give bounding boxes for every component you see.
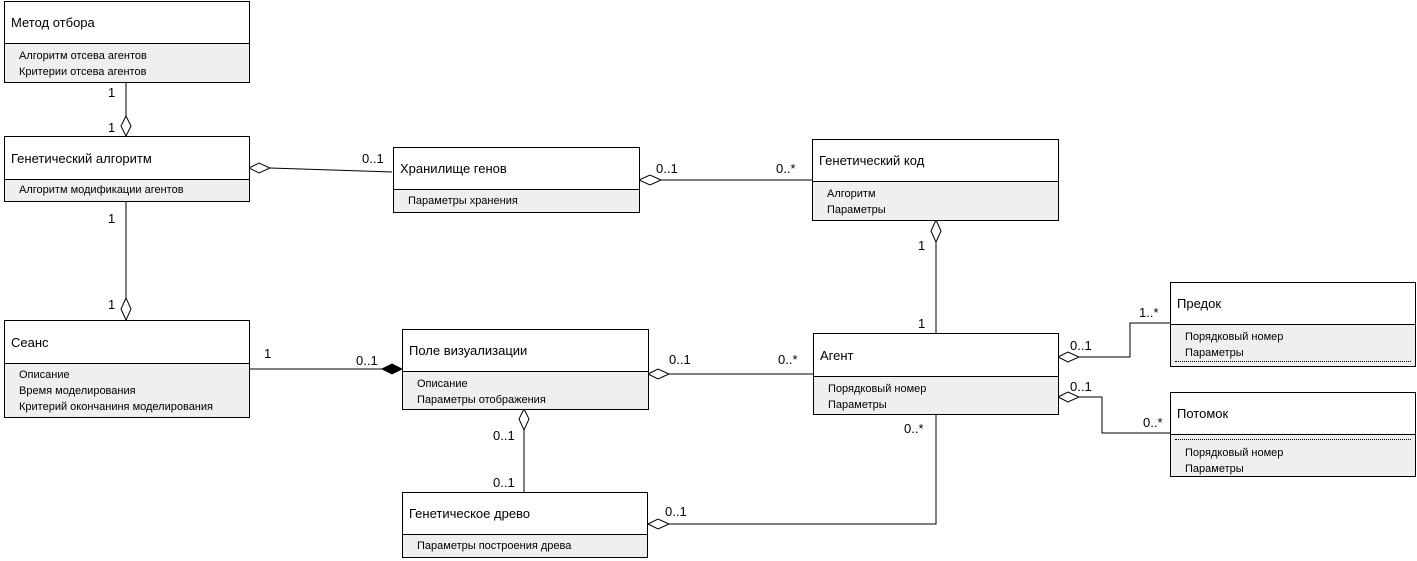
aggregation-diamond-agent-ancestor bbox=[1056, 351, 1081, 363]
class-name: Предок bbox=[1171, 283, 1415, 325]
line-agent-tree bbox=[669, 414, 937, 525]
multiplicity-label: 1 bbox=[918, 238, 926, 253]
multiplicity-label: 1 bbox=[918, 316, 926, 331]
line-ga-storage bbox=[269, 167, 393, 173]
attribute: Порядковый номер bbox=[828, 383, 927, 395]
aggregation-diamond-code-bottom bbox=[930, 218, 942, 244]
class-gene-storage[interactable]: Хранилище генов Параметры хранения bbox=[393, 147, 640, 213]
class-descendant[interactable]: Потомок Порядковый номер Параметры bbox=[1170, 392, 1416, 477]
attribute: Алгоритм отсева агентов bbox=[19, 50, 147, 62]
attribute-separator bbox=[1175, 361, 1411, 362]
class-name: Хранилище генов bbox=[394, 148, 639, 190]
multiplicity-label: 0..1 bbox=[493, 428, 515, 443]
class-genetic-algorithm[interactable]: Генетический алгоритм Алгоритм модификац… bbox=[4, 136, 250, 202]
multiplicity-label: 0..* bbox=[904, 421, 924, 436]
multiplicity-label: 1 bbox=[108, 297, 116, 312]
multiplicity-label: 1 bbox=[108, 85, 116, 100]
class-name: Генетическое древо bbox=[403, 493, 647, 535]
multiplicity-label: 0..* bbox=[776, 161, 796, 176]
class-name: Потомок bbox=[1171, 393, 1415, 435]
attribute: Алгоритм модификации агентов bbox=[19, 184, 184, 196]
composition-diamond-field bbox=[380, 363, 404, 375]
line-agent-descendant bbox=[1079, 396, 1171, 434]
class-ancestor[interactable]: Предок Порядковый номер Параметры bbox=[1170, 282, 1416, 367]
attribute: Параметры отображения bbox=[417, 394, 546, 406]
multiplicity-label: 0..1 bbox=[356, 353, 378, 368]
class-genetic-tree[interactable]: Генетическое древо Параметры построения … bbox=[402, 492, 648, 558]
multiplicity-label: 1 bbox=[264, 346, 272, 361]
attribute: Время моделирования bbox=[19, 385, 136, 397]
multiplicity-label: 1..* bbox=[1139, 305, 1159, 320]
class-name: Сеанс bbox=[5, 321, 249, 364]
attribute: Описание bbox=[417, 378, 468, 390]
attribute: Порядковый номер bbox=[1185, 447, 1284, 459]
aggregation-diamond-ga-storage bbox=[247, 162, 272, 174]
class-selection-method[interactable]: Метод отбора Алгоритм отсева агентов Кри… bbox=[4, 1, 250, 83]
attribute: Параметры хранения bbox=[408, 195, 518, 207]
line-agent-ancestor bbox=[1079, 322, 1171, 358]
class-name: Агент bbox=[814, 334, 1058, 377]
class-attributes: Параметры построения древа bbox=[403, 535, 647, 557]
multiplicity-label: 0..1 bbox=[1070, 379, 1092, 394]
multiplicity-label: 0..1 bbox=[1070, 338, 1092, 353]
multiplicity-label: 0..1 bbox=[493, 475, 515, 490]
attribute: Параметры bbox=[1185, 463, 1244, 475]
aggregation-diamond-field-agent bbox=[646, 368, 671, 380]
multiplicity-label: 1 bbox=[108, 211, 116, 226]
attribute: Параметры bbox=[1185, 347, 1244, 359]
multiplicity-label: 1 bbox=[108, 120, 116, 135]
attribute: Параметры построения древа bbox=[417, 540, 572, 552]
multiplicity-label: 0..1 bbox=[665, 504, 687, 519]
multiplicity-label: 0..* bbox=[1143, 415, 1163, 430]
aggregation-diamond-agent-descendant bbox=[1056, 391, 1081, 403]
aggregation-diamond-session-top bbox=[120, 296, 132, 322]
aggregation-diamond-storage-code bbox=[637, 174, 663, 186]
class-attributes: Алгоритм модификации агентов bbox=[5, 180, 249, 201]
class-attributes: Описание Время моделирования Критерий ок… bbox=[5, 364, 249, 417]
attribute: Критерий окончаниня моделирования bbox=[19, 401, 213, 413]
multiplicity-label: 0..1 bbox=[362, 151, 384, 166]
attribute: Критерии отсева агентов bbox=[19, 66, 147, 78]
aggregation-diamond-ga-top bbox=[120, 114, 132, 138]
class-attributes: Порядковый номер Параметры bbox=[1171, 325, 1415, 366]
class-name: Генетический код bbox=[813, 140, 1058, 182]
class-attributes: Порядковый номер Параметры bbox=[1171, 435, 1415, 476]
class-attributes: Порядковый номер Параметры bbox=[814, 377, 1058, 414]
class-name: Поле визуализации bbox=[403, 330, 648, 372]
class-session[interactable]: Сеанс Описание Время моделирования Крите… bbox=[4, 320, 250, 418]
attribute: Параметры bbox=[828, 399, 887, 411]
multiplicity-label: 0..* bbox=[778, 352, 798, 367]
multiplicity-label: 0..1 bbox=[656, 161, 678, 176]
aggregation-diamond-field-bottom bbox=[518, 407, 530, 432]
class-attributes: Алгоритм Параметры bbox=[813, 182, 1058, 220]
class-name: Метод отбора bbox=[5, 2, 249, 44]
attribute: Параметры bbox=[827, 204, 886, 216]
attribute: Порядковый номер bbox=[1185, 331, 1284, 343]
class-name: Генетический алгоритм bbox=[5, 137, 249, 180]
multiplicity-label: 0..1 bbox=[669, 352, 691, 367]
attribute-separator bbox=[1175, 439, 1411, 440]
class-attributes: Алгоритм отсева агентов Критерии отсева … bbox=[5, 44, 249, 82]
class-attributes: Параметры хранения bbox=[394, 190, 639, 212]
class-visualization-field[interactable]: Поле визуализации Описание Параметры ото… bbox=[402, 329, 649, 410]
class-genetic-code[interactable]: Генетический код Алгоритм Параметры bbox=[812, 139, 1059, 221]
class-agent[interactable]: Агент Порядковый номер Параметры bbox=[813, 333, 1059, 415]
attribute: Алгоритм bbox=[827, 188, 876, 200]
class-attributes: Описание Параметры отображения bbox=[403, 372, 648, 409]
aggregation-diamond-tree-agent bbox=[646, 518, 671, 530]
attribute: Описание bbox=[19, 369, 70, 381]
